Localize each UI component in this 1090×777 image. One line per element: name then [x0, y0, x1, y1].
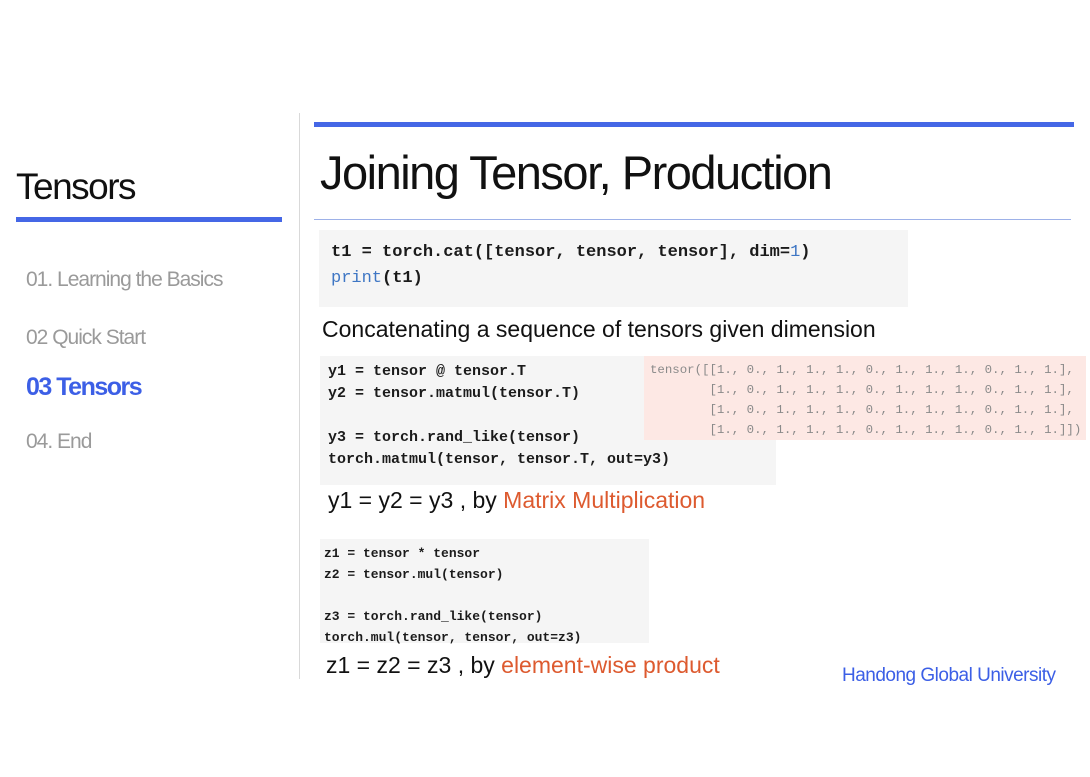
output-line: [1., 0., 1., 1., 1., 0., 1., 1., 1., 0.,… [650, 423, 1082, 437]
code-block-concat: t1 = torch.cat([tensor, tensor, tensor],… [319, 230, 908, 307]
slide-title: Joining Tensor, Production [320, 146, 833, 199]
caption-elementwise: z1 = z2 = z3 , by element-wise product [326, 652, 720, 679]
code-line: z1 = tensor * tensor [324, 546, 481, 561]
sidebar-title-underline [16, 217, 282, 222]
caption-highlight: element-wise product [501, 652, 720, 678]
code-text: t1 = torch.cat([tensor, tensor, tensor],… [331, 243, 791, 262]
code-text: (t1) [382, 269, 423, 288]
code-line: t1 = torch.cat([tensor, tensor, tensor],… [331, 240, 908, 266]
caption-concat: Concatenating a sequence of tensors give… [322, 316, 876, 342]
code-number: 1 [790, 243, 801, 262]
title-top-rule [314, 122, 1074, 127]
code-text: ) [800, 243, 811, 262]
code-line: print(t1) [331, 266, 908, 292]
caption-text: y1 = y2 = y3 , by [328, 487, 504, 513]
code-line: y2 = tensor.matmul(tensor.T) [328, 385, 581, 402]
tensor-output: tensor([[1., 0., 1., 1., 1., 0., 1., 1.,… [644, 356, 1086, 440]
caption-matmul: y1 = y2 = y3 , by Matrix Multiplication [328, 487, 705, 514]
code-line: z2 = tensor.mul(tensor) [324, 567, 504, 582]
code-line: y1 = tensor @ tensor.T [328, 363, 527, 380]
nav-item-quick-start[interactable]: 02 Quick Start [26, 326, 146, 349]
code-function: print [331, 269, 383, 288]
code-line: torch.matmul(tensor, tensor.T, out=y3) [328, 451, 671, 468]
sidebar-title: Tensors [16, 166, 137, 207]
output-line: [1., 0., 1., 1., 1., 0., 1., 1., 1., 0.,… [650, 403, 1074, 417]
caption-text: z1 = z2 = z3 , by [326, 652, 502, 678]
code-block-mul: z1 = tensor * tensor z2 = tensor.mul(tens… [320, 539, 649, 645]
caption-highlight: Matrix Multiplication [503, 487, 706, 513]
code-line: y3 = torch.rand_like(tensor) [328, 429, 581, 446]
code-line: z3 = torch.rand_like(tensor) [324, 609, 543, 624]
title-bottom-rule [314, 219, 1071, 220]
nav-item-end[interactable]: 04. End [26, 430, 92, 453]
vertical-divider [299, 113, 300, 679]
output-line: [1., 0., 1., 1., 1., 0., 1., 1., 1., 0.,… [650, 383, 1074, 397]
nav-item-tensors[interactable]: 03 Tensors [26, 373, 143, 401]
university-footer: Handong Global University [842, 665, 1056, 686]
nav-item-learning-basics[interactable]: 01. Learning the Basics [26, 268, 223, 291]
code-line: torch.mul(tensor, tensor, out=z3) [324, 630, 582, 645]
output-line: tensor([[1., 0., 1., 1., 1., 0., 1., 1.,… [650, 363, 1074, 377]
